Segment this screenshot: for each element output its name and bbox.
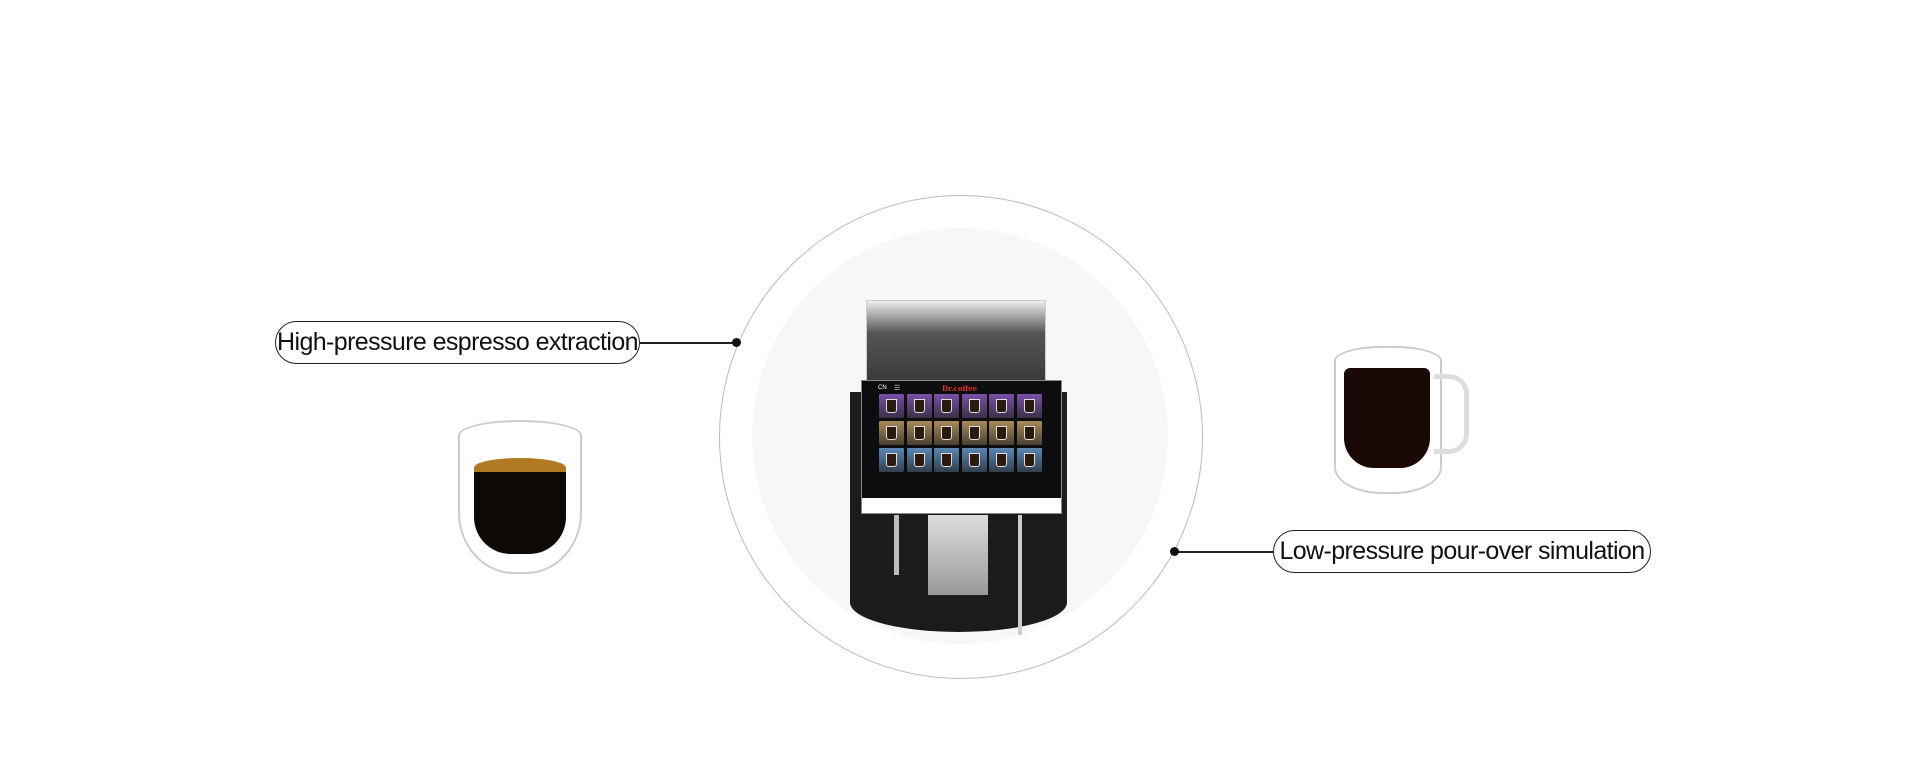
drink-cup-icon	[886, 399, 897, 413]
drink-tile[interactable]	[989, 448, 1015, 472]
screen-bottom-nav	[862, 487, 1061, 488]
drink-cup-icon	[968, 453, 980, 467]
drink-cup-icon	[913, 399, 925, 413]
drink-tile[interactable]	[961, 448, 987, 472]
screen-display: CN ☰ Dr.coffee	[862, 381, 1061, 498]
drink-tile[interactable]	[961, 421, 987, 445]
drink-cup-icon	[996, 453, 1008, 467]
hot-water-pipe	[894, 515, 899, 575]
drink-tile[interactable]	[906, 394, 932, 418]
espresso-glass-image	[458, 420, 582, 574]
drink-cup-icon	[968, 426, 980, 440]
drink-cup-icon	[941, 453, 953, 467]
menu-icon[interactable]: ☰	[894, 385, 901, 392]
drink-cup-icon	[1023, 399, 1035, 413]
drink-tile[interactable]	[989, 421, 1015, 445]
drink-tile[interactable]	[879, 394, 904, 418]
drink-tile[interactable]	[1016, 394, 1042, 418]
touch-screen[interactable]: CN ☰ Dr.coffee	[861, 380, 1062, 514]
drink-cup-icon	[886, 453, 897, 467]
drink-tile[interactable]	[934, 394, 960, 418]
drink-cup-icon	[913, 426, 925, 440]
drink-tile[interactable]	[934, 421, 960, 445]
drink-cup-icon	[886, 426, 897, 440]
drink-tile[interactable]	[906, 448, 932, 472]
steam-wand	[1018, 515, 1022, 635]
drink-tile[interactable]	[961, 394, 987, 418]
drink-cup-icon	[968, 399, 980, 413]
drink-tile[interactable]	[1016, 448, 1042, 472]
drink-cup-icon	[941, 399, 953, 413]
language-toggle[interactable]: CN	[878, 385, 887, 391]
bean-hopper	[866, 300, 1046, 382]
connector-line-right	[1175, 551, 1273, 553]
feature-label-high-pressure: High-pressure espresso extraction	[275, 321, 640, 364]
drink-cup-icon	[1023, 453, 1035, 467]
connector-dot-right	[1170, 547, 1179, 556]
connector-dot-left	[732, 338, 741, 347]
machine-circle-frame	[719, 195, 1203, 679]
brand-logo: Dr.coffee	[942, 384, 978, 393]
drink-cup-icon	[996, 426, 1008, 440]
drink-tile[interactable]	[1016, 421, 1042, 445]
drink-cup-icon	[913, 453, 925, 467]
connector-line-left	[640, 342, 736, 344]
feature-label-low-pressure: Low-pressure pour-over simulation	[1273, 530, 1651, 573]
drink-grid	[879, 394, 1047, 472]
drink-cup-icon	[1023, 426, 1035, 440]
drink-tile[interactable]	[879, 448, 904, 472]
drink-tile[interactable]	[879, 421, 904, 445]
pour-over-mug-image	[1334, 346, 1470, 494]
drink-cup-icon	[996, 399, 1008, 413]
drink-tile[interactable]	[906, 421, 932, 445]
drink-tile[interactable]	[934, 448, 960, 472]
drip-spout	[928, 515, 988, 595]
drink-cup-icon	[941, 426, 953, 440]
drink-tile[interactable]	[989, 394, 1015, 418]
